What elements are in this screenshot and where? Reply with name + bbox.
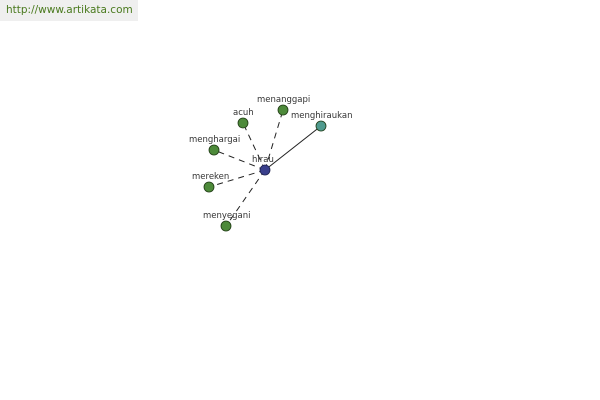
node-label-mereken[interactable]: mereken <box>192 172 229 182</box>
node-menghargai[interactable] <box>208 144 220 156</box>
url-banner: http://www.artikata.com <box>0 0 138 21</box>
edges <box>208 109 322 227</box>
edge-menyegani <box>225 169 266 227</box>
node-label-menghargai[interactable]: menghargai <box>189 135 240 145</box>
node-label-menghiraukan[interactable]: menghiraukan <box>291 111 353 121</box>
node-label-center[interactable]: hirau <box>252 155 274 165</box>
node-mereken[interactable] <box>203 181 215 193</box>
edge-acuh <box>242 122 266 171</box>
node-label-menanggapi[interactable]: menanggapi <box>257 95 310 105</box>
edge-mereken <box>208 169 266 188</box>
node-label-acuh[interactable]: acuh <box>233 108 254 118</box>
node-menyegani[interactable] <box>220 220 232 232</box>
node-label-menyegani[interactable]: menyegani <box>203 211 251 221</box>
edge-menghiraukan <box>264 125 322 171</box>
node-menghiraukan[interactable] <box>315 120 327 132</box>
edge-menghargai <box>213 149 266 171</box>
node-menanggapi[interactable] <box>277 104 289 116</box>
node-acuh[interactable] <box>237 117 249 129</box>
site-url[interactable]: http://www.artikata.com <box>6 4 133 16</box>
node-center-hirau[interactable] <box>259 164 271 176</box>
